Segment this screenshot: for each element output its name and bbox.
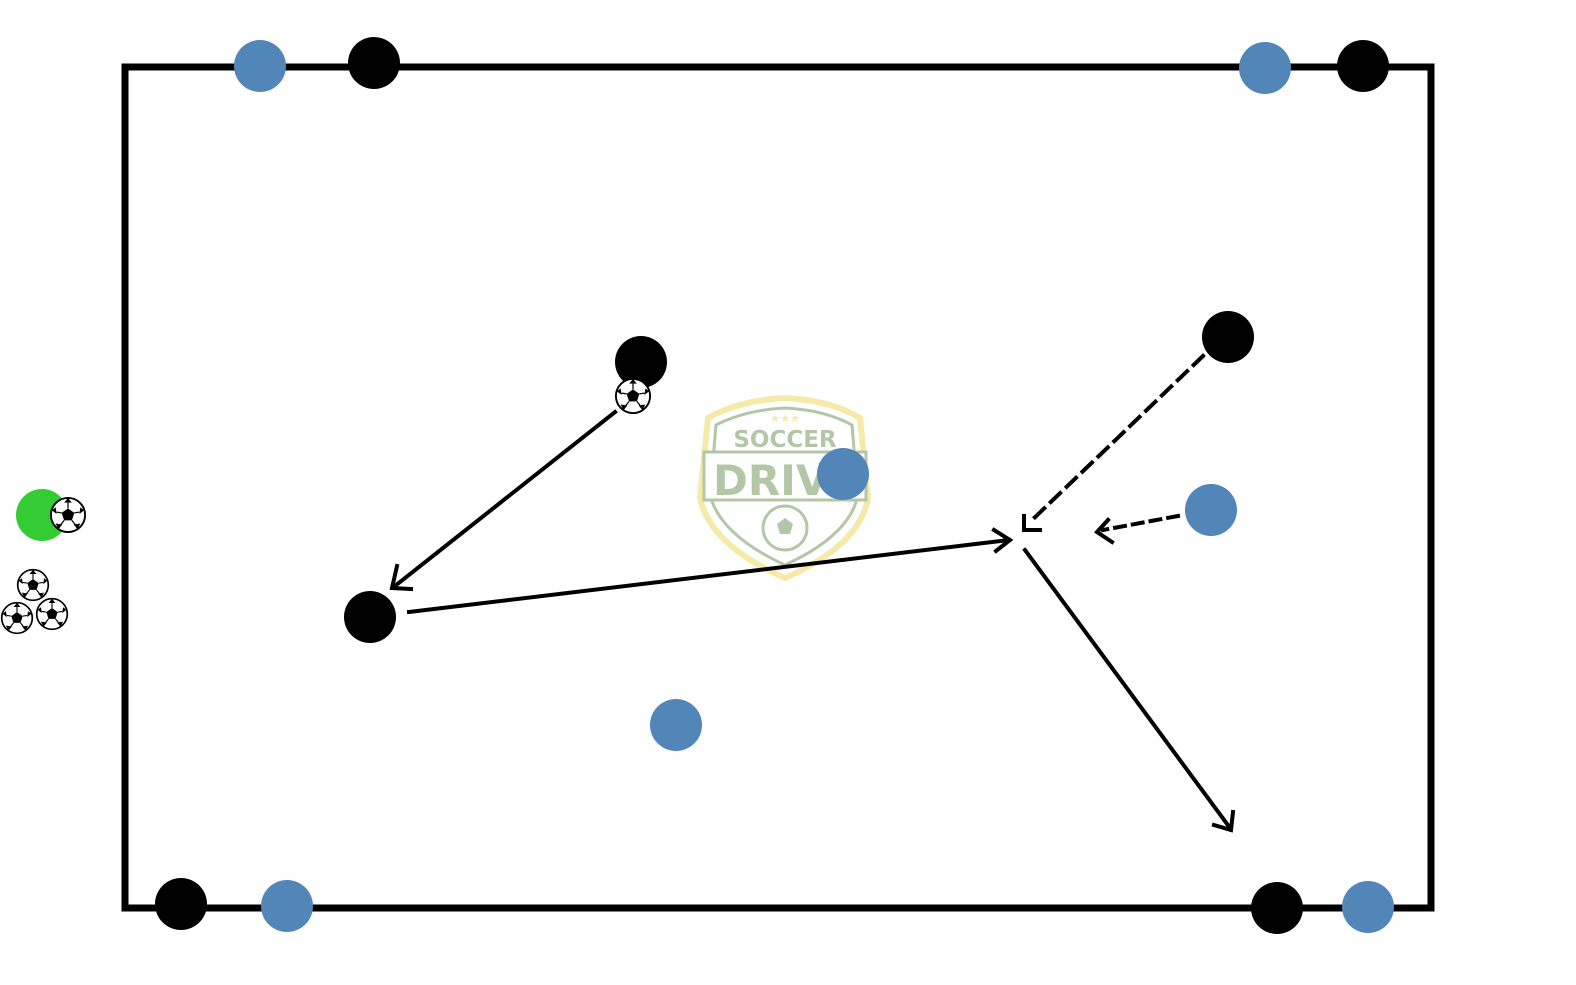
boundary-players [155,37,1394,934]
pass-arrows [389,353,1236,833]
soccer-ball-icon [0,601,34,635]
player-black-bottom-left [155,878,207,930]
player-blue-bottom-right [1342,881,1394,933]
arrowhead-icon [1022,514,1042,532]
player-black-top-center [615,336,667,388]
player-black-top-right [1337,40,1389,92]
player-blue-right [1185,484,1237,536]
player-black-top-left [348,37,400,89]
player-blue-top-right [1239,42,1291,94]
pass-arrow-2 [406,537,1012,615]
run-arrow-1 [1027,353,1206,525]
logo-shield-outer [696,394,872,582]
logo-ball-patch [777,518,793,534]
logo-stars: ★★★ [770,412,800,425]
player-black-bottom-right [1251,882,1303,934]
player-blue-center [817,448,869,500]
player-black-left [344,591,396,643]
soccer-ball-icon [16,568,50,602]
coach-green [16,489,68,541]
arrowhead-icon [389,563,414,592]
player-blue-bottom-center [650,699,702,751]
run-arrow-2 [1100,513,1181,533]
soccer-ball-icon [49,496,87,534]
arrowhead-icon [1093,517,1115,545]
soccer-ball-icon [35,597,69,631]
soccer-ball-icon [614,377,652,415]
logo-ball-icon [761,504,809,552]
player-black-right [1202,311,1254,363]
pass-arrow-3 [1022,547,1233,831]
logo-line-soccer: SOCCER [733,427,837,453]
field-players [344,311,1254,751]
arrowhead-icon [1211,809,1236,833]
player-blue-bottom-left [261,880,313,932]
field-boundary [121,63,1435,912]
pass-arrow-1 [392,409,618,589]
player-blue-top-left [234,40,286,92]
arrowhead-icon [991,527,1014,554]
